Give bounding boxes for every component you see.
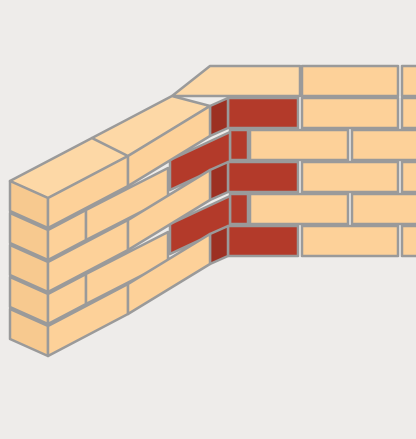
- corner-brick: [228, 128, 250, 162]
- right-wall-brick: [300, 96, 400, 130]
- right-wall-brick: [248, 128, 350, 162]
- right-wall-brick: [400, 64, 416, 98]
- right-wall-brick: [400, 96, 416, 130]
- right-wall-brick: [400, 160, 416, 194]
- right-wall-brick: [400, 224, 416, 258]
- corner-brick: [226, 96, 300, 130]
- left-wall-brick: [126, 104, 212, 188]
- left-wall-brick: [126, 232, 212, 316]
- corner-brick-side: [208, 224, 230, 266]
- right-wall-top-cap: [170, 64, 302, 98]
- right-wall-brick: [350, 128, 416, 162]
- corner-brick: [228, 192, 250, 226]
- right-wall-brick: [300, 224, 400, 258]
- left-wall-brick: [126, 168, 212, 252]
- right-wall: [170, 64, 416, 258]
- corner-brick: [226, 224, 300, 258]
- corner-brick-side: [208, 96, 230, 138]
- right-wall-brick: [300, 64, 400, 98]
- left-wall: [8, 94, 212, 358]
- right-wall-brick: [350, 192, 416, 226]
- right-wall-brick: [300, 160, 400, 194]
- corner-brick-side: [208, 160, 230, 202]
- corner-brick: [226, 160, 300, 194]
- right-wall-brick: [248, 192, 350, 226]
- corner-joint-bricks: [168, 96, 300, 266]
